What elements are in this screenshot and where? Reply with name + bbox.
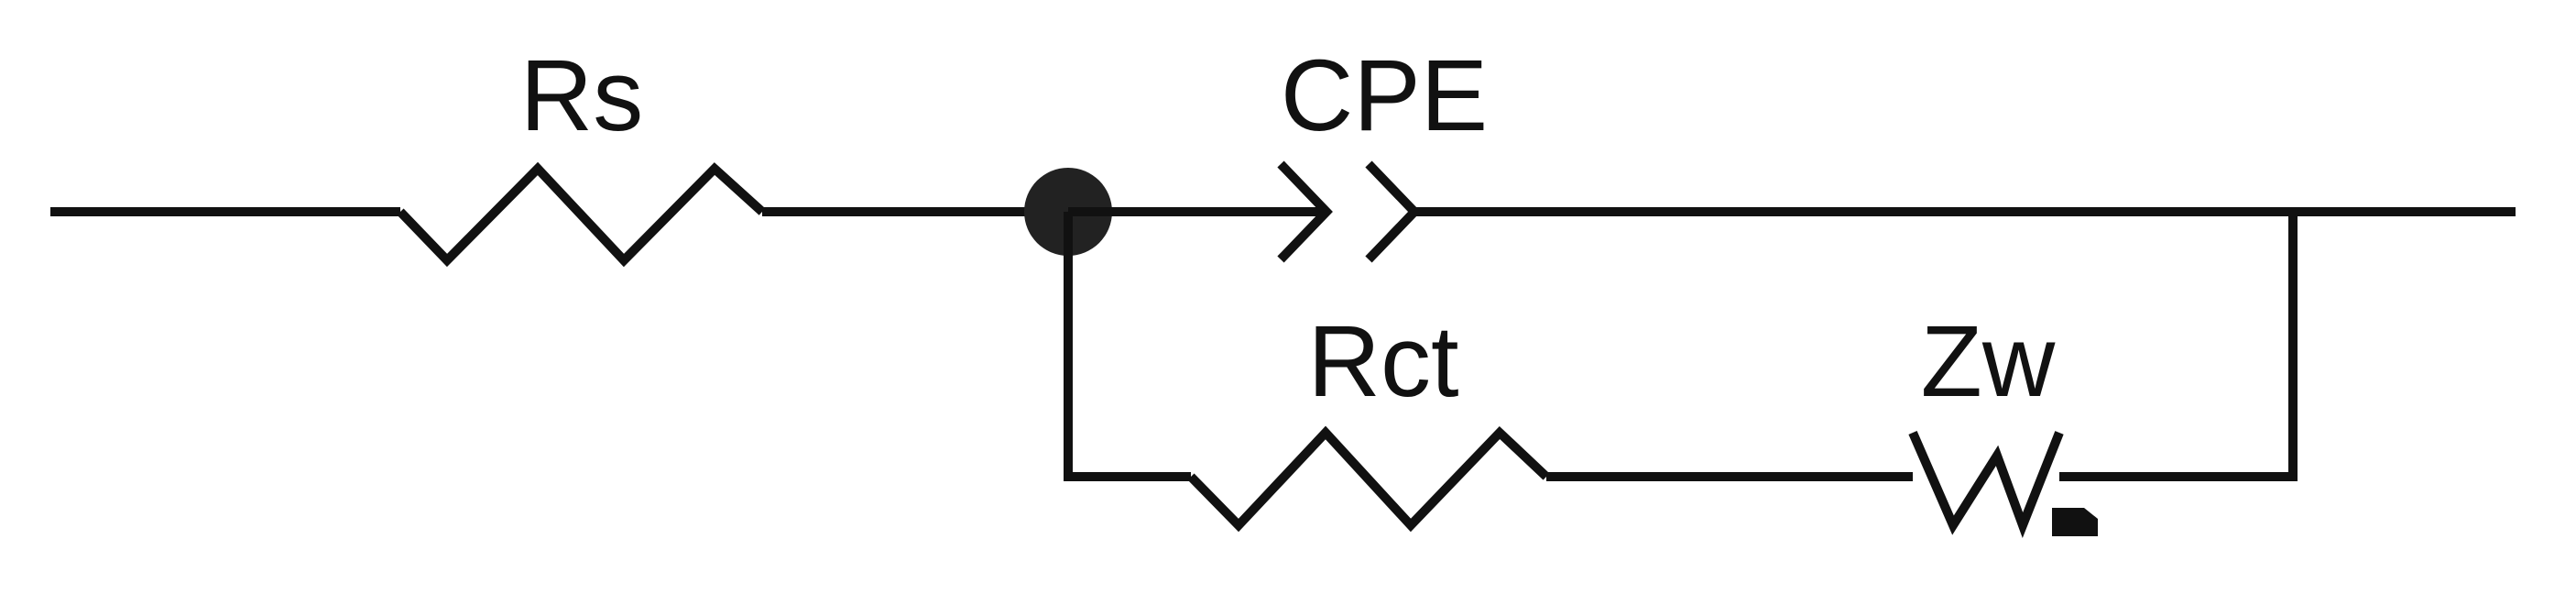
zw-warburg-element [1908, 431, 2064, 539]
zw-label: Zw [1920, 305, 2056, 418]
lower-branch-left-wire [1064, 212, 1191, 481]
zw-marker-icon [2052, 508, 2098, 536]
rct-label: Rct [1307, 305, 1459, 418]
cpe-right-chevron [1365, 160, 1421, 263]
rct-resistor [1187, 425, 1550, 533]
rs-label: Rs [519, 39, 644, 152]
cpe-left-chevron [1277, 160, 1333, 263]
rs-resistor [397, 161, 766, 268]
cpe-label: CPE [1280, 39, 1489, 152]
zw-to-right-wire [2059, 212, 2298, 481]
